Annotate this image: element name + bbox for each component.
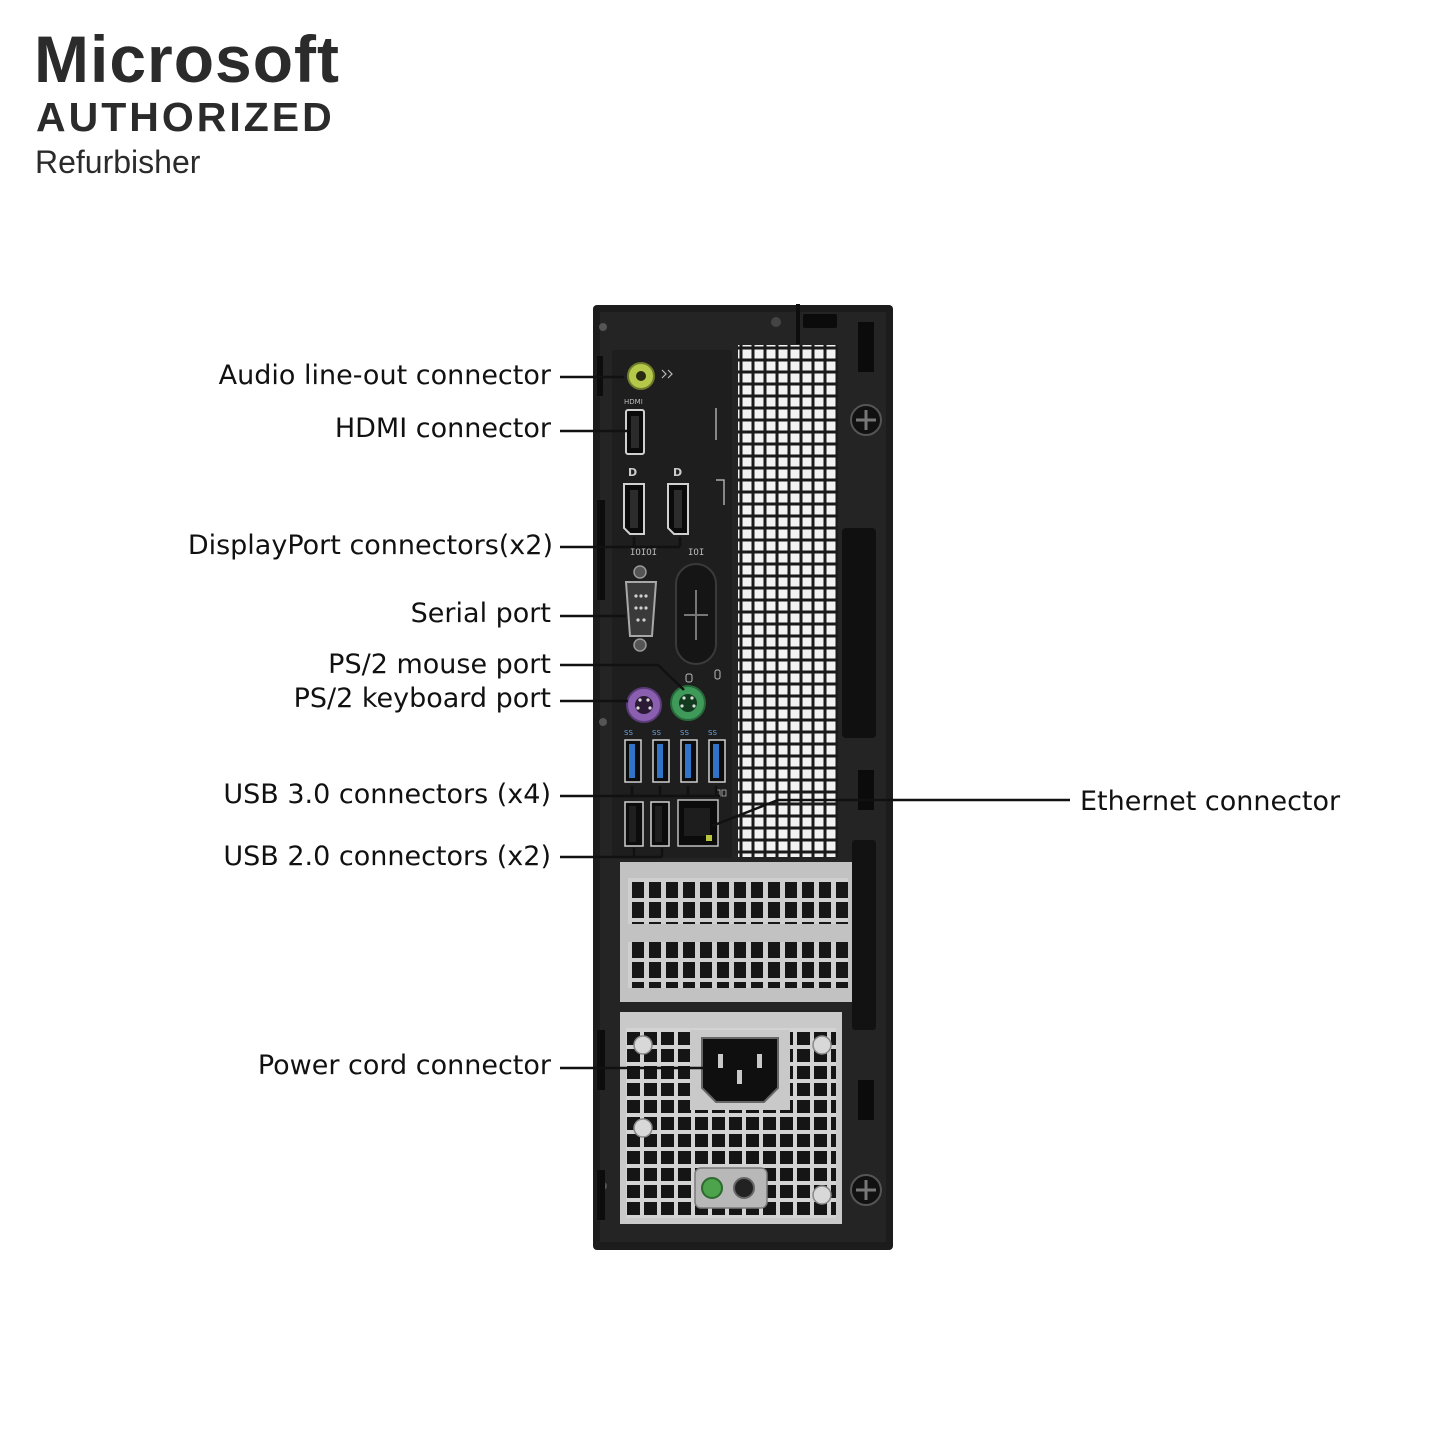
microsoft-authorized-refurbisher-logo: Microsoft AUTHORIZED Refurbisher [34, 24, 340, 184]
usb3-ss-mark: SS [624, 729, 633, 737]
label-serial-port: Serial port [410, 598, 551, 629]
label-power-cord: Power cord connector [257, 1050, 551, 1081]
hdmi-port [625, 409, 645, 455]
leader-lines [560, 375, 1070, 1070]
usb2-ports [624, 801, 670, 847]
mouse-icon [685, 673, 693, 683]
thumb-screw-bottom-icon [850, 1174, 882, 1206]
power-cord-socket [701, 1037, 779, 1103]
lock-icon [714, 669, 721, 680]
label-hdmi: HDMI connector [334, 413, 551, 444]
label-usb2: USB 2.0 connectors (x2) [223, 841, 551, 872]
usb3-port-3 [680, 739, 698, 783]
usb3-ports: SS SS SS SS [624, 729, 726, 783]
displayport-port-2 [667, 483, 689, 535]
label-audio-line-out: Audio line-out connector [218, 360, 551, 391]
usb3-port-1 [624, 739, 642, 783]
displayport-icon: D [673, 466, 682, 479]
usb3-port-2 [652, 739, 670, 783]
ps2-keyboard-port [626, 687, 662, 723]
logo-brand: Microsoft [34, 22, 340, 96]
audio-line-out-jack [627, 362, 655, 390]
usb3-ss-mark: SS [708, 729, 717, 737]
psu-test-button-icon [701, 1177, 755, 1199]
serial-port [624, 565, 658, 652]
ethernet-port [677, 799, 719, 847]
thumb-screw-top-icon [850, 404, 882, 436]
top-vent-grille [738, 345, 838, 857]
leader-usb3 [560, 786, 720, 798]
leader-usb2 [560, 848, 664, 859]
usb3-port-4 [708, 739, 726, 783]
displayport-port-1 [623, 483, 645, 535]
expansion-slot-2-vent [628, 942, 848, 988]
label-usb3: USB 3.0 connectors (x4) [223, 779, 551, 810]
logo-authorized: AUTHORIZED [36, 94, 335, 140]
leader-ps2-mouse [560, 663, 685, 691]
usb3-ss-mark: SS [680, 729, 689, 737]
label-displayport: DisplayPort connectors(x2) [187, 530, 553, 561]
usb2-port-1 [624, 801, 644, 847]
displayport-icon: D [628, 466, 637, 479]
label-ethernet: Ethernet connector [1080, 786, 1341, 817]
leader-ethernet [711, 798, 1070, 828]
expansion-slot-1-vent [628, 878, 848, 924]
usb2-port-2 [650, 801, 670, 847]
label-ps2-keyboard: PS/2 keyboard port [293, 683, 551, 714]
leader-displayport [560, 537, 682, 549]
label-ps2-mouse: PS/2 mouse port [328, 649, 551, 680]
usb3-ss-mark: SS [652, 729, 661, 737]
parallel-port-knockout [675, 563, 717, 665]
logo-refurbisher: Refurbisher [35, 144, 201, 180]
audio-out-icon [661, 369, 673, 379]
parallel-knockout-icon: IOI [688, 548, 704, 558]
hdmi-port-mark: HDMI [624, 398, 643, 406]
serial-port-icon: IOIOI [630, 548, 657, 558]
ps2-mouse-port [670, 685, 706, 721]
slot-latch [852, 840, 876, 1030]
